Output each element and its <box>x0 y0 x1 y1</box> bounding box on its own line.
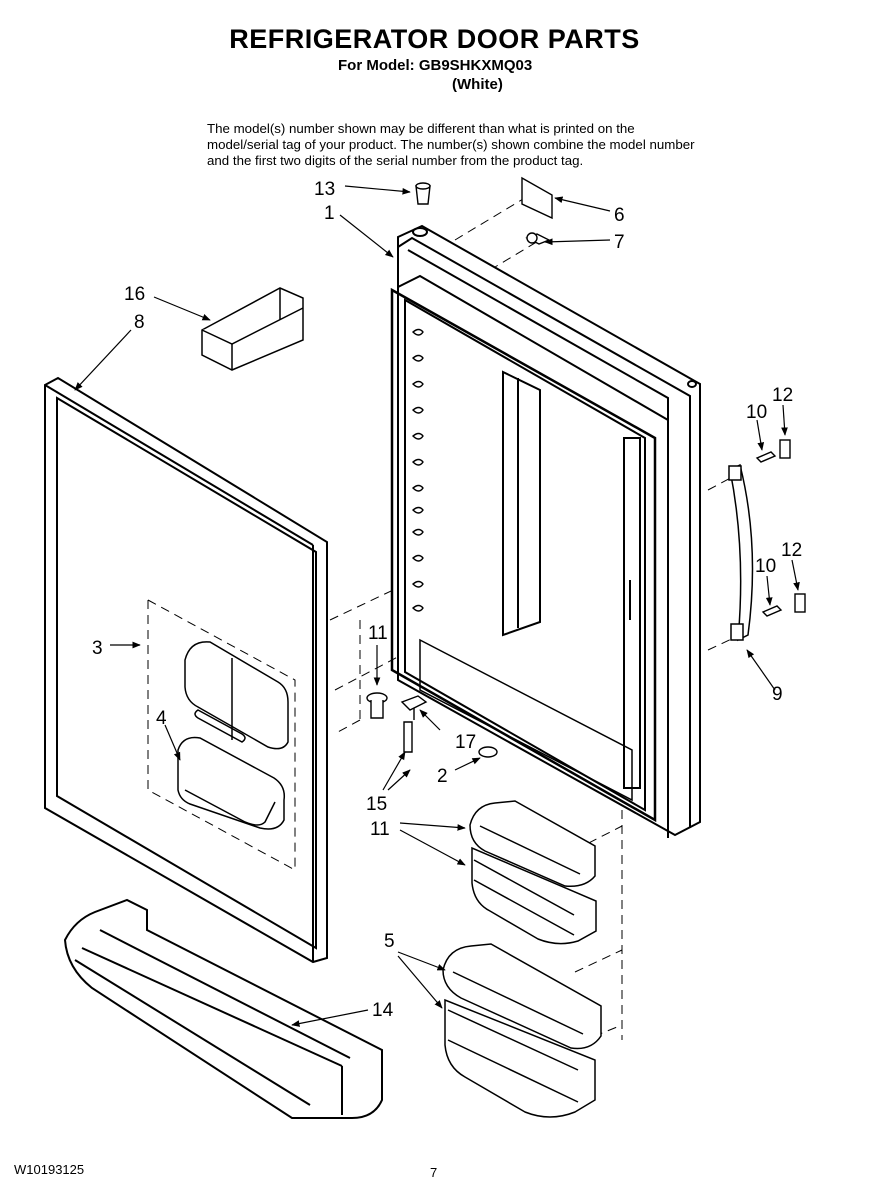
callout-10b: 10 <box>755 556 776 577</box>
small-storage-bin <box>201 287 304 371</box>
callout-12b: 12 <box>781 540 802 561</box>
upper-door-bins <box>469 800 597 945</box>
dispenser-tray <box>177 736 286 830</box>
callout-15: 15 <box>366 794 387 815</box>
callout-7: 7 <box>614 232 625 253</box>
page-title: REFRIGERATOR DOOR PARTS <box>229 24 640 54</box>
shelf-clips <box>411 328 424 612</box>
callout-11a: 11 <box>368 623 388 644</box>
page-number: 7 <box>430 1165 438 1180</box>
callout-9: 9 <box>772 684 783 705</box>
callout-13: 13 <box>314 179 335 200</box>
model-note: The model(s) number shown may be differe… <box>207 121 695 168</box>
callout-16: 16 <box>124 284 145 305</box>
callout-12a: 12 <box>772 385 793 406</box>
callout-17: 17 <box>455 732 476 753</box>
callout-labels: 13 1 6 7 16 8 12 10 12 10 11 3 9 4 17 2 … <box>92 179 802 1021</box>
color-line: (White) <box>452 76 503 93</box>
callout-leaders <box>74 185 800 1027</box>
lower-door-bins <box>442 943 602 1118</box>
callout-10a: 10 <box>746 402 767 423</box>
document-number: W10193125 <box>14 1162 85 1177</box>
large-door-bin <box>63 898 383 1119</box>
callout-1: 1 <box>324 203 335 224</box>
callout-3: 3 <box>92 638 103 659</box>
door-handle <box>728 463 754 642</box>
hardware-parts <box>366 176 806 758</box>
model-line: For Model: GB9SHKXMQ03 <box>338 57 533 74</box>
callout-2: 2 <box>437 766 448 787</box>
door-gasket <box>44 376 328 964</box>
callout-14: 14 <box>372 1000 394 1021</box>
callout-6: 6 <box>614 205 625 226</box>
dispenser-cover <box>184 641 289 750</box>
callout-4: 4 <box>156 708 167 729</box>
callout-5: 5 <box>384 931 395 952</box>
refrigerator-door <box>390 224 701 838</box>
callout-8: 8 <box>134 312 145 333</box>
callout-11b: 11 <box>370 819 390 840</box>
